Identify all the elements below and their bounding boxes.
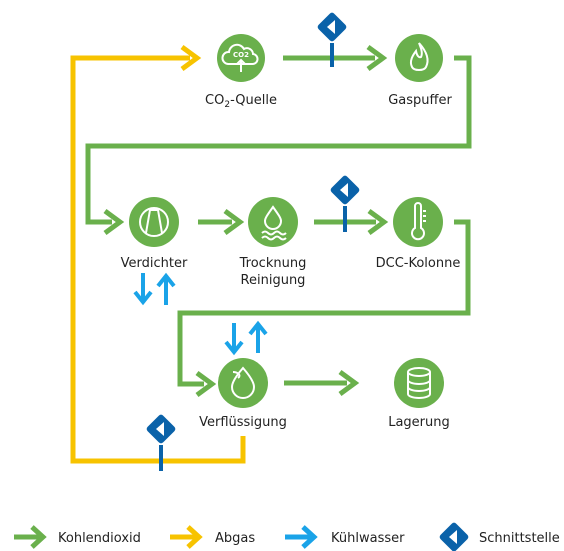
legend-label-co2: Kohlendioxid — [58, 531, 141, 546]
co2-arrowhead — [195, 370, 217, 398]
node-gas-buffer: Gaspuffer — [388, 34, 452, 108]
exhaust-line — [70, 55, 246, 464]
legend-item-co2: Kohlendioxid — [14, 525, 141, 549]
interface-marker-middle — [330, 175, 360, 232]
interface-marker-bottom — [146, 414, 176, 471]
drying-label-line2: Reinigung — [241, 273, 306, 288]
cooling-arrows-liquefaction — [224, 320, 268, 356]
legend-item-interface: Schnittstelle — [439, 522, 560, 551]
legend: Kohlendioxid Abgas Kühlwasser Schnittste… — [14, 522, 560, 551]
water-drop-icon — [261, 205, 287, 241]
co2-arrowhead — [103, 208, 125, 236]
node-dcc-column: DCC-Kolonne — [376, 197, 461, 271]
co2-source-label: CO2-Quelle — [205, 93, 277, 110]
co2-cloud-icon — [221, 43, 259, 72]
gas-buffer-label: Gaspuffer — [388, 93, 452, 108]
storage-tank-icon — [407, 367, 431, 399]
drying-label-line1: Trocknung — [239, 256, 307, 271]
exhaust-arrowhead — [180, 44, 202, 72]
compressor-label: Verdichter — [121, 256, 188, 271]
yellow-arrow-icon — [170, 525, 203, 549]
green-arrow-icon — [14, 525, 47, 549]
blue-arrow-icon — [285, 525, 318, 549]
interface-diamond-icon — [439, 522, 469, 551]
storage-label: Lagerung — [388, 415, 450, 430]
co2-icon-text: CO2 — [233, 51, 249, 59]
co2-arrowhead — [366, 44, 388, 72]
legend-label-interface: Schnittstelle — [479, 531, 560, 546]
legend-label-cooling: Kühlwasser — [331, 531, 405, 546]
interface-marker-top — [317, 12, 347, 67]
co2-line-buffer-to-compressor — [85, 55, 472, 225]
liquid-drop-icon — [230, 366, 256, 399]
co2-line-dcc-to-liquefaction — [177, 219, 471, 387]
dcc-column-label: DCC-Kolonne — [376, 256, 461, 271]
thermometer-icon — [411, 202, 426, 241]
flame-icon — [409, 42, 429, 71]
node-storage: Lagerung — [388, 358, 450, 430]
co2-arrowhead — [367, 208, 389, 236]
liquefaction-label: Verflüssigung — [199, 415, 287, 430]
compressor-icon — [139, 207, 169, 237]
node-drying: Trocknung Reinigung — [239, 197, 307, 288]
co2-arrowhead — [223, 208, 245, 236]
legend-item-cooling: Kühlwasser — [285, 525, 405, 549]
cooling-arrows-compressor — [133, 272, 176, 306]
legend-label-exhaust: Abgas — [215, 531, 255, 546]
node-compressor: Verdichter — [121, 197, 188, 271]
node-co2-source: CO2 CO2-Quelle — [205, 34, 277, 110]
legend-item-exhaust: Abgas — [170, 525, 255, 549]
node-liquefaction: Verflüssigung — [199, 358, 287, 430]
co2-arrowhead — [338, 369, 360, 397]
